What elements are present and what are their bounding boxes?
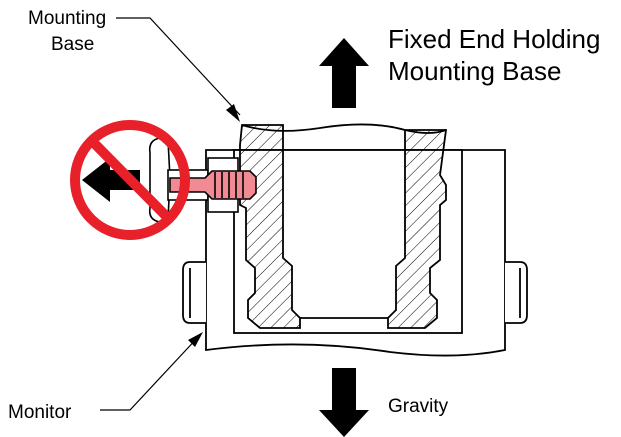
monitor-pointer — [188, 332, 203, 347]
fixed-end-label-line2: Mounting Base — [388, 56, 561, 86]
arrow-up-icon — [319, 38, 369, 108]
mounting-base-label-line1: Mounting — [28, 8, 106, 29]
no-symbol-icon — [70, 120, 190, 240]
arrow-left-icon — [82, 158, 140, 202]
leader-lines — [100, 17, 241, 411]
mounting-base-pointer — [226, 104, 240, 122]
arrow-down-icon — [319, 368, 369, 437]
mounting-base-label-line2: Base — [51, 34, 94, 55]
fixed-end-label-line1: Fixed End Holding — [388, 24, 600, 54]
gravity-label: Gravity — [388, 396, 449, 417]
monitor-label: Monitor — [8, 402, 72, 423]
